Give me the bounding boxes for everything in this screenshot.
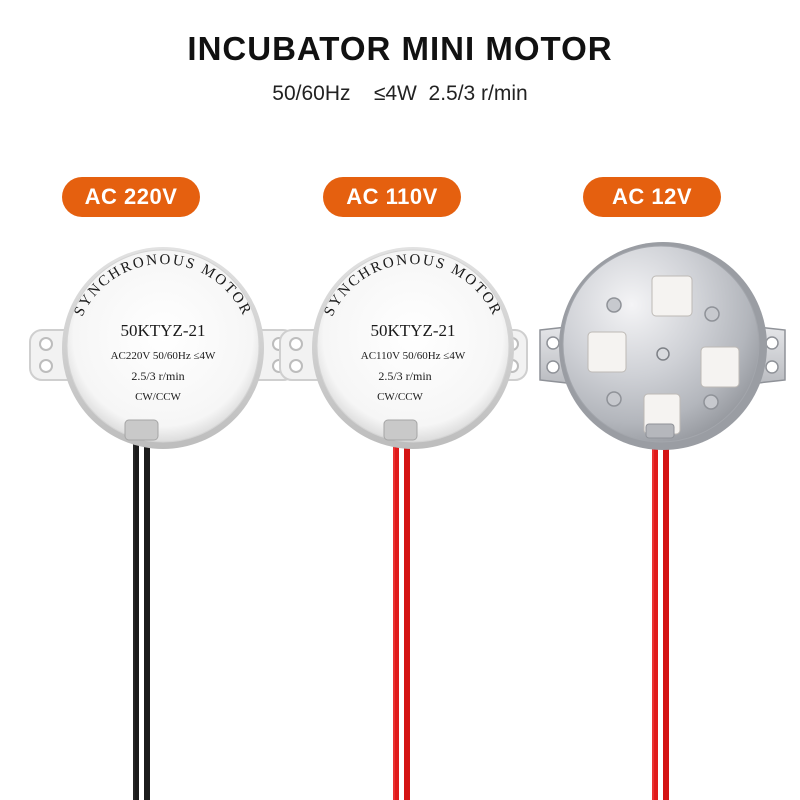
model-label: 50KTYZ-21 (371, 321, 456, 340)
red-wire-pair (652, 430, 669, 800)
black-wire-pair (133, 430, 150, 800)
voltage-badge-110v: AC 110V (323, 177, 461, 217)
direction-label: CW/CCW (135, 391, 181, 403)
motor-12v-back (539, 242, 786, 800)
voltage-badge-220v: AC 220V (62, 177, 200, 217)
page-title: INCUBATOR MINI MOTOR (187, 30, 613, 67)
rating-label: AC110V 50/60Hz ≤4W (361, 350, 466, 362)
voltage-badge-12v: AC 12V (583, 177, 721, 217)
red-wire-pair (393, 430, 410, 800)
motor-110v: SYNCHRONOUS MOTOR 50KTYZ-21 AC110V 50/60… (279, 247, 528, 800)
motor-220v: SYNCHRONOUS MOTOR 50KTYZ-21 AC220V 50/60… (29, 247, 296, 800)
speed-label: 2.5/3 r/min (131, 369, 184, 383)
speed-label: 2.5/3 r/min (378, 369, 431, 383)
direction-label: CW/CCW (377, 391, 423, 403)
spec-subtitle: 50/60Hz ≤4W 2.5/3 r/min (272, 82, 528, 105)
model-label: 50KTYZ-21 (121, 321, 206, 340)
rating-label: AC220V 50/60Hz ≤4W (111, 350, 216, 362)
